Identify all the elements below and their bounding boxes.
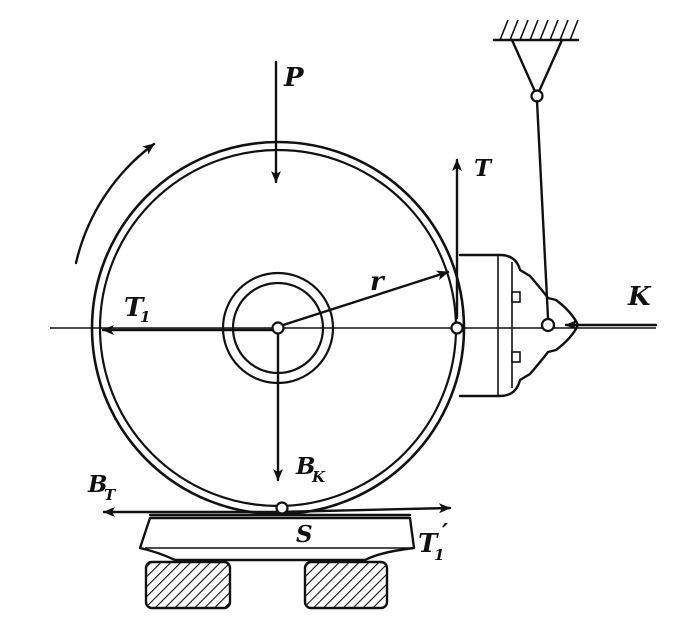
rotation-arrow (74, 142, 156, 265)
rail-contact-point (275, 501, 289, 515)
label-T1-prime: T 1 ′ (418, 519, 448, 564)
label-T: T (474, 155, 493, 182)
contact-point (450, 321, 464, 335)
svg-text:T: T (104, 486, 117, 504)
sleeper-right (303, 560, 389, 610)
label-BK: B K (295, 453, 326, 486)
svg-text:K: K (311, 468, 326, 486)
svg-text:B: B (87, 471, 107, 498)
rail (138, 513, 416, 562)
sleeper-left (144, 560, 232, 610)
label-T1: T 1 (124, 293, 150, 326)
brake-shoe (458, 253, 580, 398)
svg-text:′: ′ (442, 519, 448, 546)
label-BT: B T (87, 471, 117, 504)
shoe-pivot (540, 317, 556, 333)
label-r: r (370, 267, 386, 297)
label-P: P (283, 63, 305, 93)
radius-arrow (278, 270, 450, 328)
svg-text:1: 1 (140, 308, 150, 326)
svg-text:1: 1 (434, 546, 444, 564)
ceiling-support (492, 19, 580, 320)
svg-text:B: B (295, 453, 315, 480)
svg-text:T: T (124, 293, 145, 323)
label-K: K (627, 282, 652, 312)
svg-text:T: T (418, 529, 439, 559)
force-T1p-arrow (276, 503, 452, 514)
label-S: S (296, 521, 313, 548)
axle-center (271, 321, 285, 335)
